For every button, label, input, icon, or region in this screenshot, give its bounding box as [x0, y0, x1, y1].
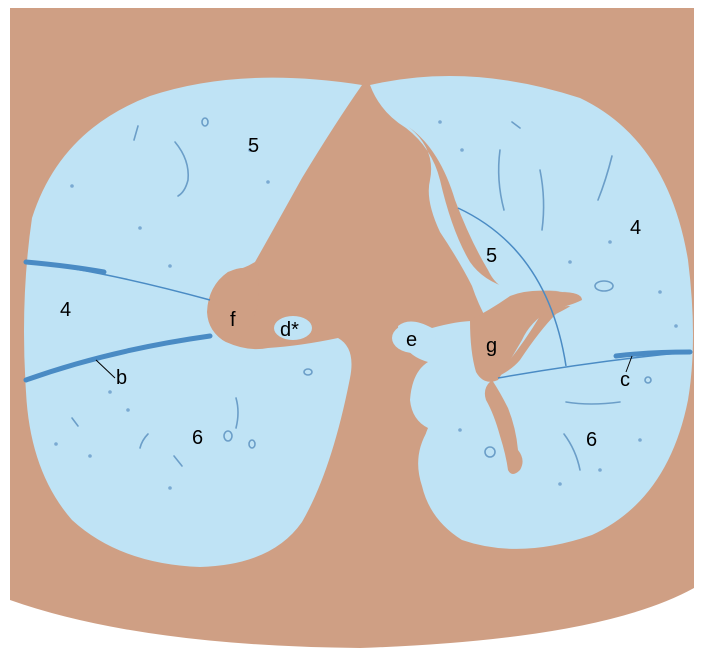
- label-structure-f: f: [230, 309, 236, 331]
- label-left-seg6: 6: [586, 429, 597, 451]
- label-structure-g: g: [486, 335, 497, 357]
- label-fissure-b: b: [116, 367, 127, 389]
- label-structure-e: e: [406, 329, 417, 351]
- label-left-seg4: 4: [630, 217, 641, 239]
- label-right-seg6: 6: [192, 427, 203, 449]
- label-left-seg5: 5: [486, 245, 497, 267]
- label-right-seg5: 5: [248, 135, 259, 157]
- label-structure-d: d*: [280, 319, 299, 341]
- label-fissure-c: c: [620, 369, 630, 391]
- label-right-seg4: 4: [60, 299, 71, 321]
